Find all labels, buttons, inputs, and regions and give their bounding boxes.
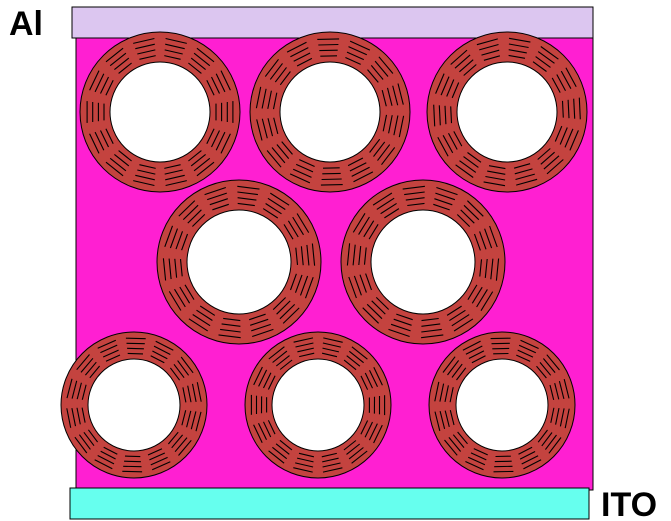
- bottom-electrode-label: ITO: [601, 486, 657, 521]
- particle-core: [280, 62, 380, 162]
- core-shell-particle: [61, 332, 207, 478]
- core-shell-particle: [245, 332, 391, 478]
- particle-core: [272, 359, 364, 451]
- particle-core: [371, 210, 475, 314]
- particle-core: [110, 62, 210, 162]
- core-shell-particle: [80, 32, 240, 192]
- particle-core: [88, 359, 180, 451]
- particle-core: [456, 359, 548, 451]
- bottom-electrode-ito: [70, 488, 589, 519]
- core-shell-particle: [429, 332, 575, 478]
- top-electrode-label: Al: [9, 5, 43, 43]
- core-shell-particle: [427, 32, 587, 192]
- core-shell-particle: [157, 180, 321, 344]
- particle-core: [457, 62, 557, 162]
- particle-core: [187, 210, 291, 314]
- core-shell-particle: [250, 32, 410, 192]
- core-shell-particle: [341, 180, 505, 344]
